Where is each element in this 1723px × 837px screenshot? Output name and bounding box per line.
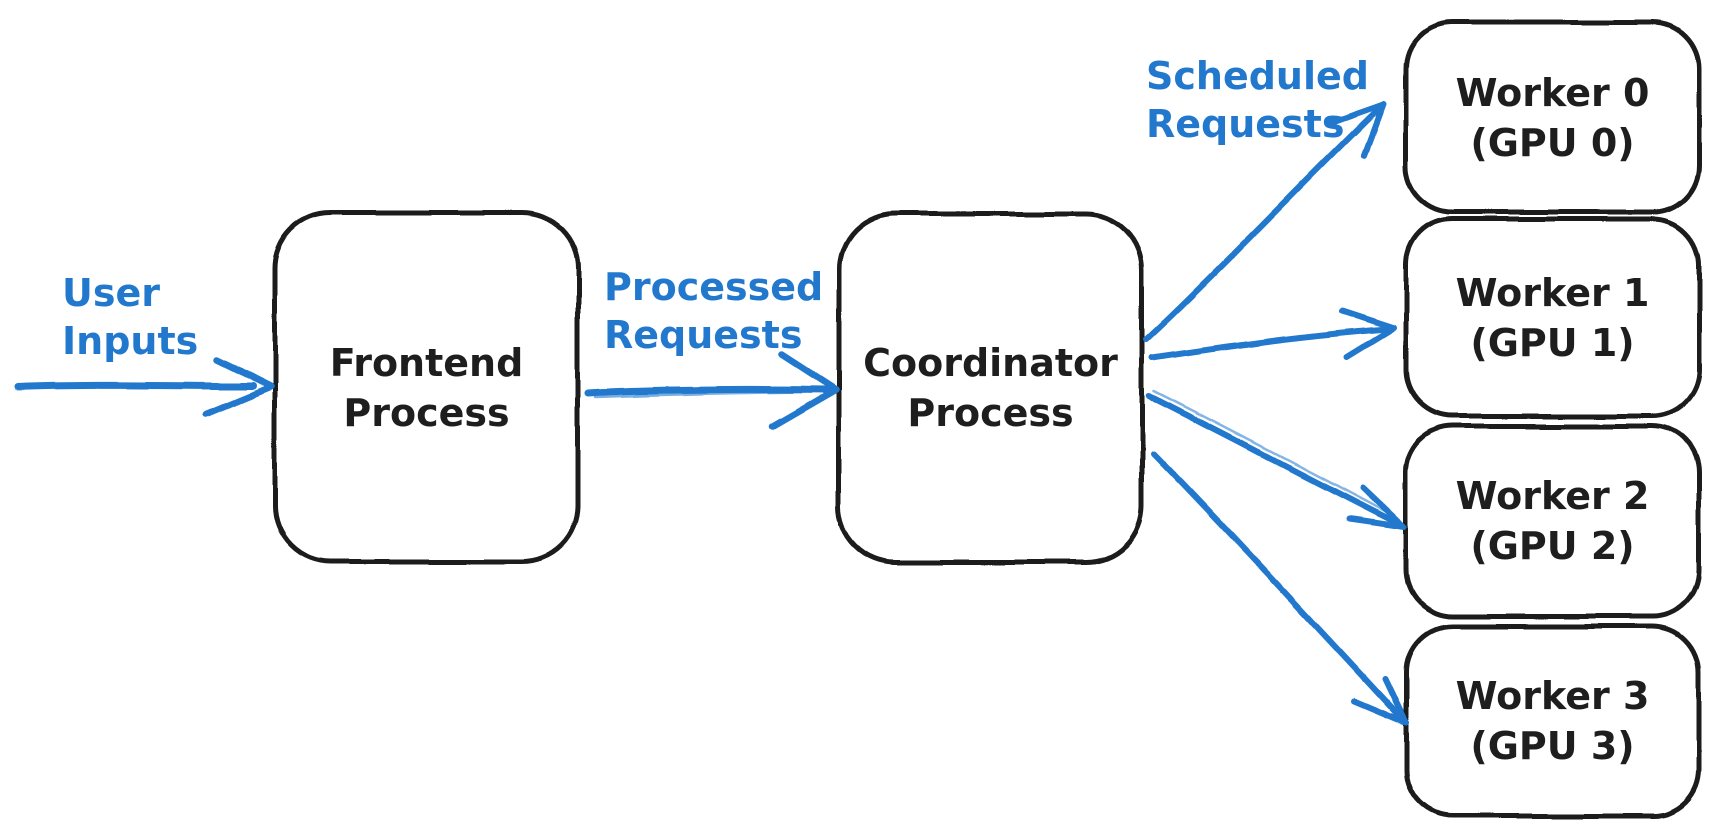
worker3-box <box>1403 623 1702 819</box>
frontend-process-box <box>272 210 581 565</box>
coordinator-process-box <box>836 211 1145 565</box>
processed-requests-arrow <box>584 351 840 431</box>
arrow-worker2 <box>1146 389 1407 530</box>
arrow-worker3 <box>1150 450 1409 726</box>
worker1-box <box>1403 216 1702 419</box>
scheduled-requests-arrow-worker0 <box>1143 101 1386 342</box>
user-inputs-arrow <box>14 356 275 418</box>
arrow-worker1 <box>1149 308 1397 361</box>
worker0-box <box>1403 20 1702 215</box>
worker2-box <box>1403 423 1702 619</box>
